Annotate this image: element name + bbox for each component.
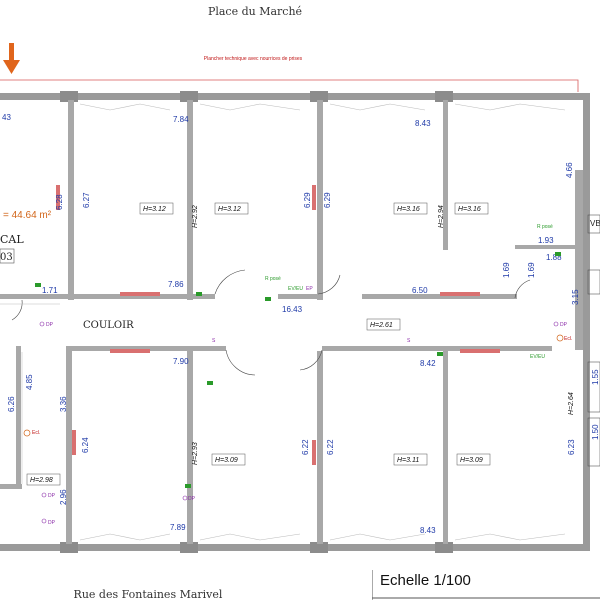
dim-622-b: 6.22 — [326, 439, 335, 455]
dim-624: 6.24 — [81, 437, 90, 453]
height-316-a: H=3.16 — [397, 206, 420, 213]
dim-629-b: 6.29 — [323, 192, 332, 208]
window-marks — [79, 103, 566, 541]
dim-623: 6.23 — [567, 439, 576, 455]
dim-315: 3.15 — [571, 289, 580, 305]
dim-466: 4.66 — [565, 162, 574, 178]
dim-150: 1.50 — [591, 424, 600, 440]
height-298: H=2.98 — [30, 477, 53, 484]
local-area: = 44.64 m² — [3, 210, 52, 221]
dim-193: 1.93 — [538, 236, 554, 245]
dim-843-top: 8.43 — [415, 119, 431, 128]
height-292: H=2.92 — [192, 205, 199, 228]
scale-box — [371, 570, 600, 600]
street-bottom-label: Rue des Fontaines Marivel — [74, 588, 223, 600]
dim-43: 43 — [2, 113, 11, 122]
local-label: = 44.64 m² CAL 03 — [0, 210, 52, 264]
s-label-1: S — [212, 338, 216, 344]
dim-171: 1.71 — [42, 286, 58, 295]
dim-784: 7.84 — [173, 115, 189, 124]
orange-arrow-icon — [3, 43, 20, 74]
dim-336: 3.36 — [59, 396, 68, 412]
height-309-b: H=3.09 — [460, 457, 483, 464]
eclairage-label-1: Ecl. — [32, 430, 40, 436]
dim-790: 7.90 — [173, 357, 189, 366]
door-arcs — [11, 269, 531, 376]
facade-pillars — [60, 91, 453, 553]
street-top-label: Place du Marché — [208, 5, 302, 18]
height-312-b: H=3.12 — [218, 206, 241, 213]
dim-169-a: 1.69 — [502, 262, 511, 278]
dimension-labels: 43 7.84 8.43 1.71 7.86 16.43 6.50 1.93 1… — [2, 113, 562, 535]
height-293: H=2.93 — [192, 442, 199, 465]
technical-floor-note: Plancher technique avec nourrices de pri… — [204, 56, 303, 62]
dim-627: 6.27 — [82, 192, 91, 208]
height-294: H=2.94 — [438, 205, 445, 228]
dp-label-1: DP — [46, 322, 54, 328]
annotations: DP DP DP DP DP Ecl. Ecl. S S EV/EU EV/EU… — [23, 219, 600, 526]
guide-lines — [0, 303, 60, 484]
dp-label-2: DP — [48, 493, 56, 499]
local-name: CAL — [0, 233, 24, 246]
height-labels: H=3.12 H=3.12 H=3.16 H=3.16 H=2.61 H=2.9… — [26, 202, 575, 486]
height-309-a: H=3.09 — [215, 457, 238, 464]
dim-188: 1.88 — [546, 253, 562, 262]
radiators — [56, 185, 500, 465]
dim-789: 7.89 — [170, 523, 186, 532]
s-label-2: S — [407, 338, 411, 344]
dim-1643: 16.43 — [282, 305, 303, 314]
dim-626: 6.26 — [7, 396, 16, 412]
corridor-label: COULOIR — [83, 320, 134, 331]
dim-622-a: 6.22 — [301, 439, 310, 455]
vb-label: VB — [590, 219, 600, 228]
outer-walls — [0, 93, 590, 551]
dim-629-a: 6.29 — [303, 192, 312, 208]
eclairage-label-2: Ecl. — [564, 336, 572, 342]
interior-walls — [0, 100, 583, 544]
r-pose-label-2: R posé — [537, 224, 553, 230]
r-pose-label-1: R posé — [265, 276, 281, 282]
dim-650: 6.50 — [412, 286, 428, 295]
height-316-b: H=3.16 — [458, 206, 481, 213]
height-261: H=2.61 — [370, 322, 393, 329]
dim-155: 1.55 — [591, 369, 600, 385]
dp-label-5: DP — [560, 322, 568, 328]
height-311: H=3.11 — [397, 457, 419, 464]
technical-floor-bracket — [0, 79, 579, 92]
ev-eu-label-1: EV/EU — [288, 286, 303, 292]
ep-label: EP — [306, 286, 313, 292]
dim-485: 4.85 — [25, 374, 34, 390]
dim-296: 2.96 — [59, 489, 68, 505]
scale-label: Echelle 1/100 — [380, 572, 471, 589]
vertical-dimension-labels: 6.28 6.27 6.29 6.29 4.66 1.69 1.69 3.15 … — [7, 162, 600, 505]
height-264: H=2.64 — [568, 392, 575, 415]
height-312-a: H=3.12 — [143, 206, 166, 213]
dim-169-b: 1.69 — [527, 262, 536, 278]
scale-frame — [371, 570, 600, 600]
dim-628-a: 6.28 — [55, 194, 64, 210]
dp-label-3: DP — [48, 520, 56, 526]
dim-843-bottom: 8.43 — [420, 526, 436, 535]
dim-786: 7.86 — [168, 280, 184, 289]
dp-label-4: DP — [188, 496, 196, 502]
local-number: 03 — [0, 252, 13, 263]
ev-eu-label-2: EV/EU — [530, 354, 545, 360]
dim-842: 8.42 — [420, 359, 436, 368]
right-fixtures — [587, 214, 600, 467]
